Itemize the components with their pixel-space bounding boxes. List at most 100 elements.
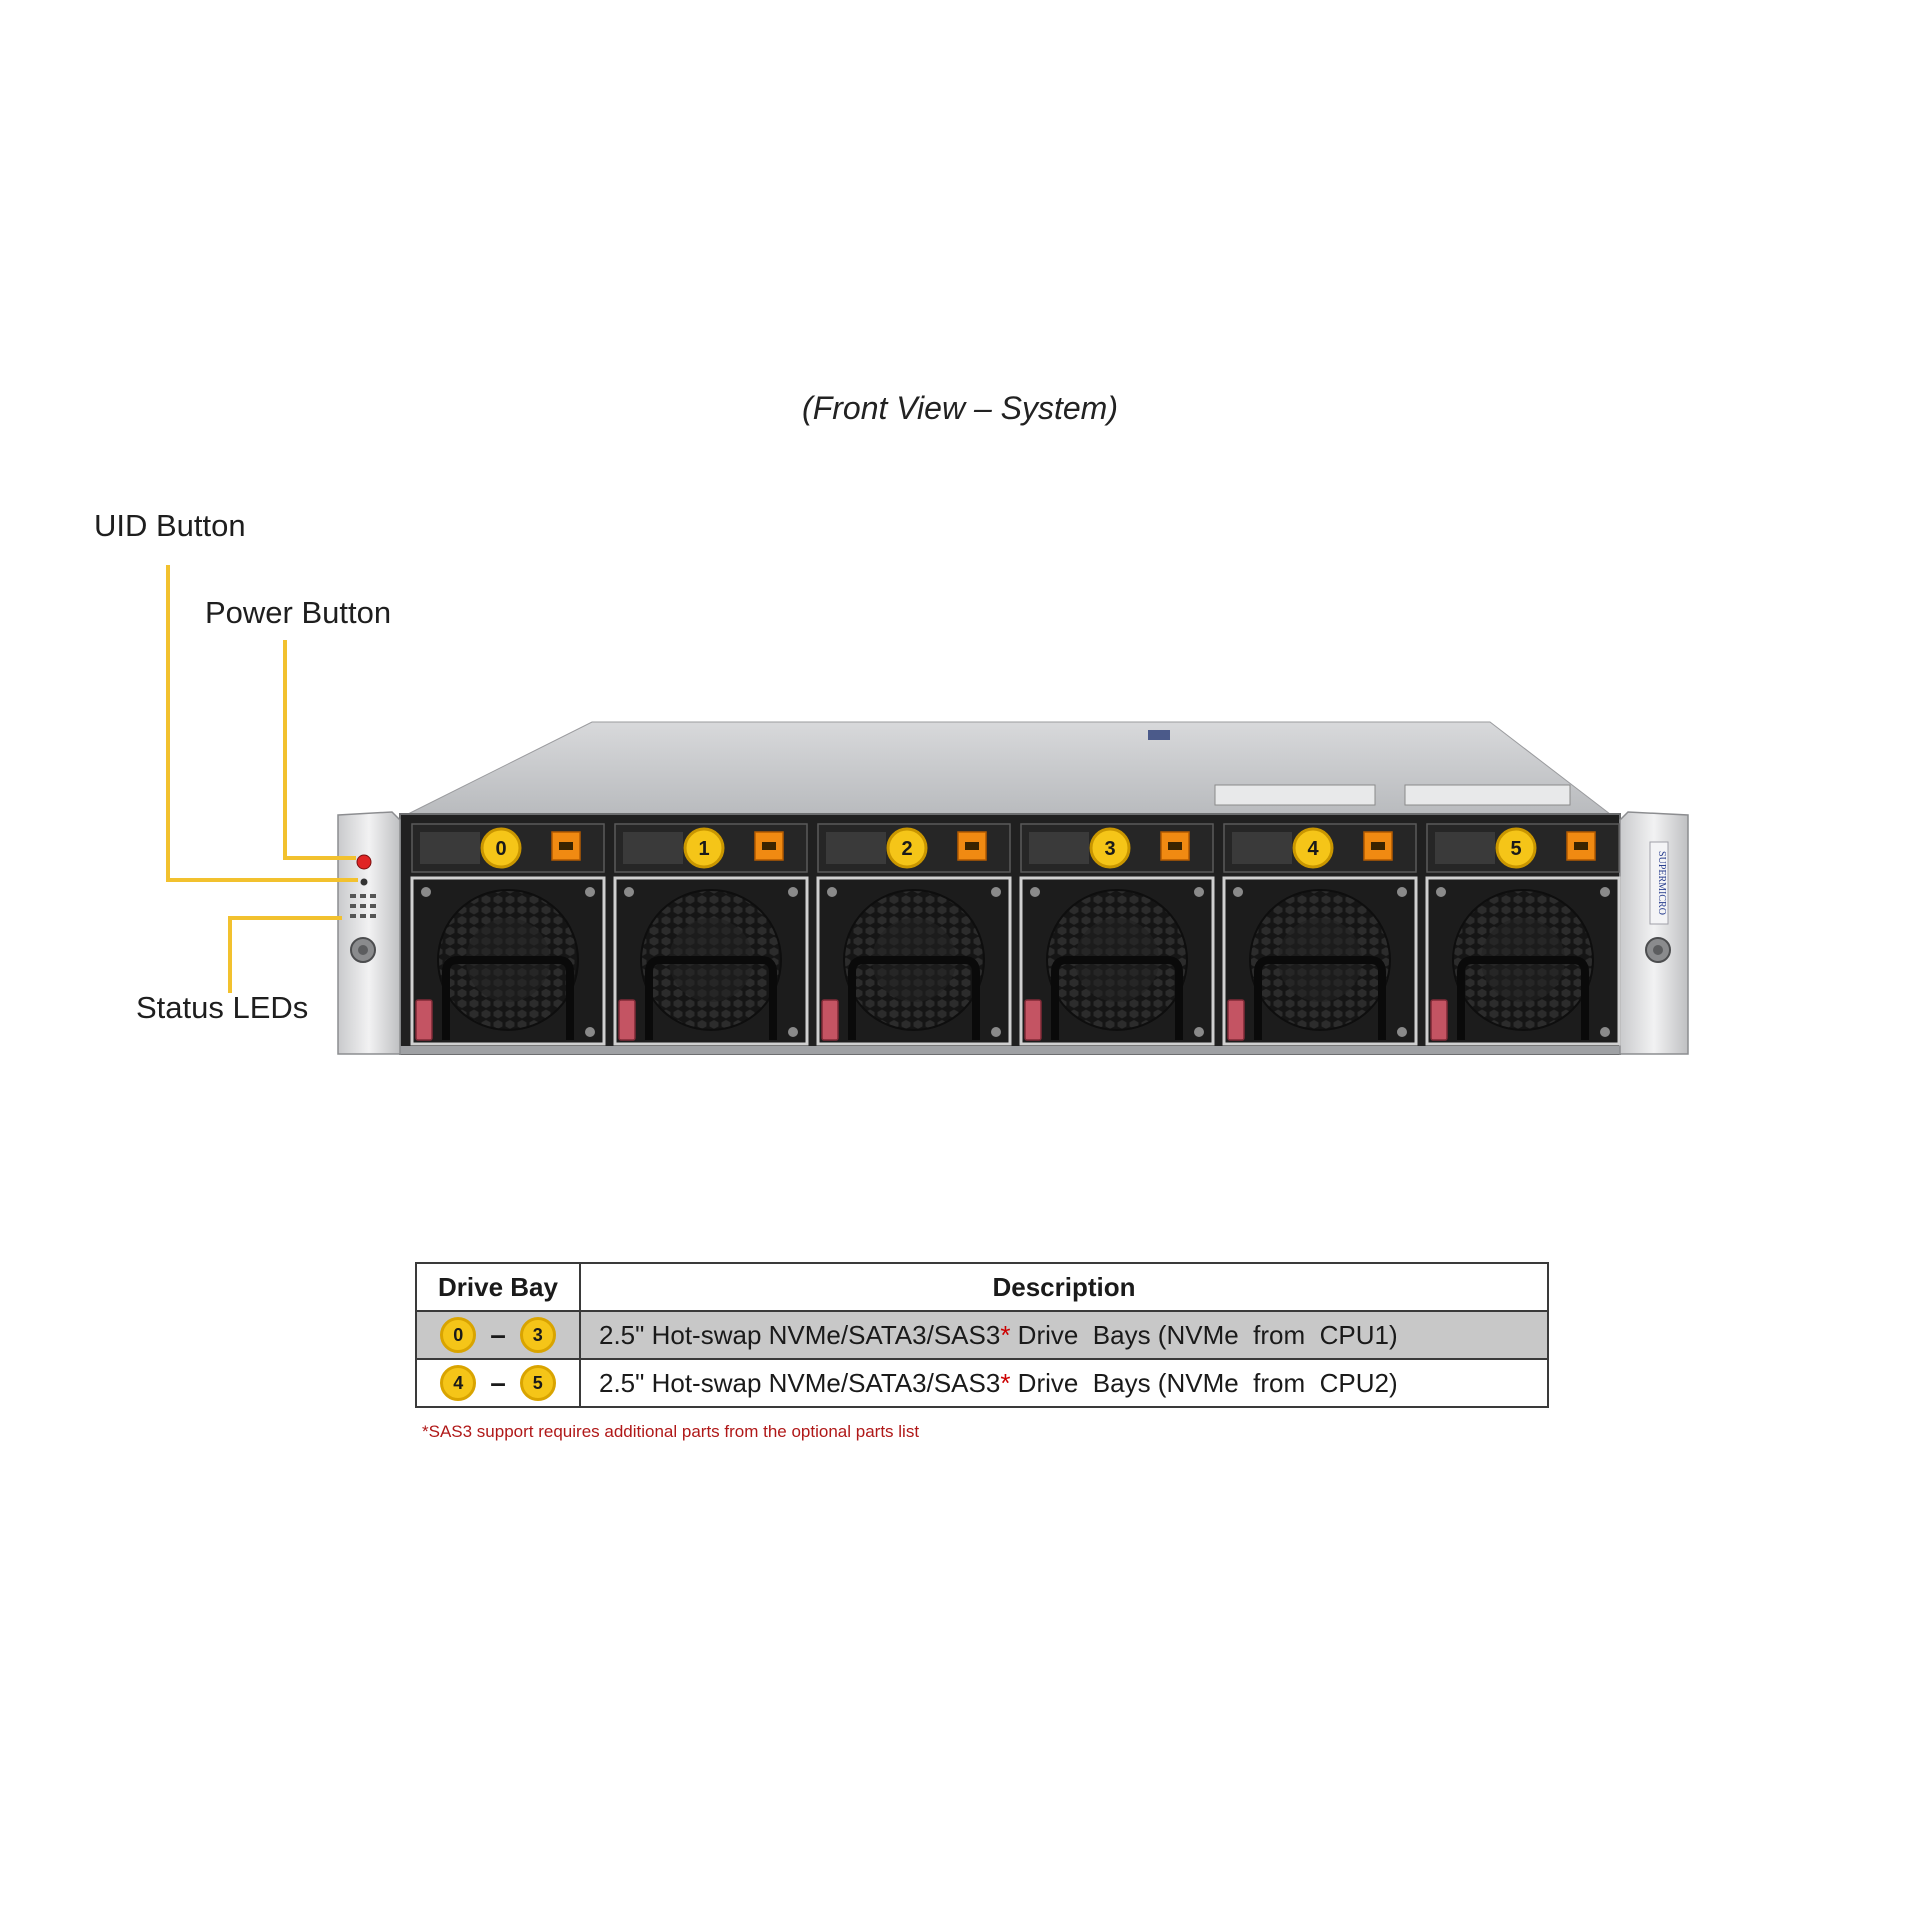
drive-vent <box>1232 832 1292 864</box>
module-release-tab <box>821 999 839 1041</box>
corner-screw <box>585 1027 595 1037</box>
drive-bay-module: 0 <box>410 823 606 1046</box>
drive-bay-module: 1 <box>613 823 809 1046</box>
drive-bay-module: 4 <box>1222 823 1418 1046</box>
fan-handle <box>1051 956 1183 1040</box>
module-release-tab <box>1024 999 1042 1041</box>
drive-bay-number: 3 <box>1104 838 1115 860</box>
drive-bay-number: 1 <box>698 838 709 860</box>
status-leds-label: Status LEDs <box>136 990 309 1025</box>
asterisk-mark: * <box>1000 1319 1011 1350</box>
drive-bay-number: 2 <box>901 838 912 860</box>
fan-handle <box>1254 956 1386 1040</box>
corner-screw <box>827 887 837 897</box>
top-latch <box>1148 730 1170 740</box>
bay-range-cell: 4 – 5 <box>415 1358 581 1408</box>
corner-screw <box>1397 1027 1407 1037</box>
footnote: *SAS3 support requires additional parts … <box>422 1422 920 1441</box>
latch-slot <box>1168 842 1182 850</box>
latch-slot <box>965 842 979 850</box>
power-button-icon <box>356 854 372 870</box>
brand-label <box>1649 841 1669 925</box>
corner-screw <box>1600 1027 1610 1037</box>
power-button-label: Power Button <box>205 595 392 630</box>
drive-bay-row: 0 1 2 3 4 5 <box>410 823 1621 1046</box>
drive-vent <box>420 832 480 864</box>
brand-text: SUPERMICRO <box>1656 851 1667 915</box>
uid-button-label: UID Button <box>94 508 246 543</box>
latch-slot <box>1574 842 1588 850</box>
corner-screw <box>1233 887 1243 897</box>
drive-bay-badge <box>1495 827 1537 869</box>
figure-caption: (Front View – System) <box>802 390 1118 426</box>
corner-screw <box>421 887 431 897</box>
drive-vent <box>1029 832 1089 864</box>
fan-handle <box>848 956 980 1040</box>
drive-bay-badge <box>480 827 522 869</box>
drive-bay-module: 5 <box>1425 823 1621 1046</box>
module-release-tab <box>1227 999 1245 1041</box>
top-service-label-1 <box>1214 784 1376 806</box>
module-release-tab <box>415 999 433 1041</box>
latch-slot <box>762 842 776 850</box>
asterisk-mark: * <box>1000 1367 1011 1398</box>
drive-bay-module: 2 <box>816 823 1012 1046</box>
corner-screw <box>1436 887 1446 897</box>
status-leds-icon <box>350 894 376 918</box>
corner-screw <box>1030 887 1040 897</box>
drive-bay-number: 5 <box>1510 838 1521 860</box>
bay-range-cell: 0 – 3 <box>415 1310 581 1360</box>
drive-bay-module: 3 <box>1019 823 1215 1046</box>
module-release-tab <box>618 999 636 1041</box>
corner-screw <box>991 1027 1001 1037</box>
uid-callout-line <box>166 565 358 882</box>
bay-badge: 5 <box>519 1365 556 1401</box>
range-dash: – <box>490 1367 506 1398</box>
bay-badge: 4 <box>440 1365 477 1401</box>
drive-bay-number: 4 <box>1307 838 1319 860</box>
power-callout-line <box>283 640 356 860</box>
description-text: 2.5" Hot-swap NVMe/SATA3/SAS3 <box>599 1367 1001 1398</box>
drive-bay-badge <box>1089 827 1131 869</box>
bay-badge: 3 <box>519 1317 556 1353</box>
latch-slot <box>559 842 573 850</box>
drive-vent <box>1435 832 1495 864</box>
callout-lines <box>166 565 358 993</box>
fan-handle <box>442 956 574 1040</box>
table-row: 0 – 3 2.5" Hot-swap NVMe/SATA3/SAS3* Dri… <box>415 1310 1549 1360</box>
fan-handle <box>1457 956 1589 1040</box>
range-dash: – <box>490 1319 506 1350</box>
fan-handle <box>645 956 777 1040</box>
corner-screw <box>1194 887 1204 897</box>
drive-bay-badge <box>886 827 928 869</box>
drive-bay-table: Drive Bay Description 0 – 3 2.5" Hot-swa… <box>415 1262 1549 1408</box>
description-text: 2.5" Hot-swap NVMe/SATA3/SAS3 <box>599 1319 1001 1350</box>
description-cell: 2.5" Hot-swap NVMe/SATA3/SAS3* Drive Bay… <box>579 1358 1549 1408</box>
description-tail: Drive Bays (NVMe from CPU2) <box>1010 1367 1398 1398</box>
drive-bay-badge <box>683 827 725 869</box>
description-tail: Drive Bays (NVMe from CPU1) <box>1010 1319 1398 1350</box>
table-row: 4 – 5 2.5" Hot-swap NVMe/SATA3/SAS3* Dri… <box>415 1358 1549 1408</box>
front-bottom-lip <box>400 1046 1620 1054</box>
module-release-tab <box>1430 999 1448 1041</box>
drive-bay-badge <box>1292 827 1334 869</box>
status-callout-line <box>228 916 342 993</box>
corner-screw <box>624 887 634 897</box>
description-cell: 2.5" Hot-swap NVMe/SATA3/SAS3* Drive Bay… <box>579 1310 1549 1360</box>
left-rack-ear <box>337 811 401 1055</box>
uid-button-icon <box>360 878 368 886</box>
header-drive-bay: Drive Bay <box>415 1262 581 1312</box>
drive-bay-number: 0 <box>495 838 506 860</box>
corner-screw <box>1194 1027 1204 1037</box>
corner-screw <box>1600 887 1610 897</box>
top-service-label-2 <box>1404 784 1571 806</box>
bay-badge: 0 <box>440 1317 477 1353</box>
corner-screw <box>788 887 798 897</box>
corner-screw <box>991 887 1001 897</box>
header-description: Description <box>579 1262 1549 1312</box>
latch-slot <box>1371 842 1385 850</box>
corner-screw <box>1397 887 1407 897</box>
corner-screw <box>585 887 595 897</box>
drive-vent <box>826 832 886 864</box>
